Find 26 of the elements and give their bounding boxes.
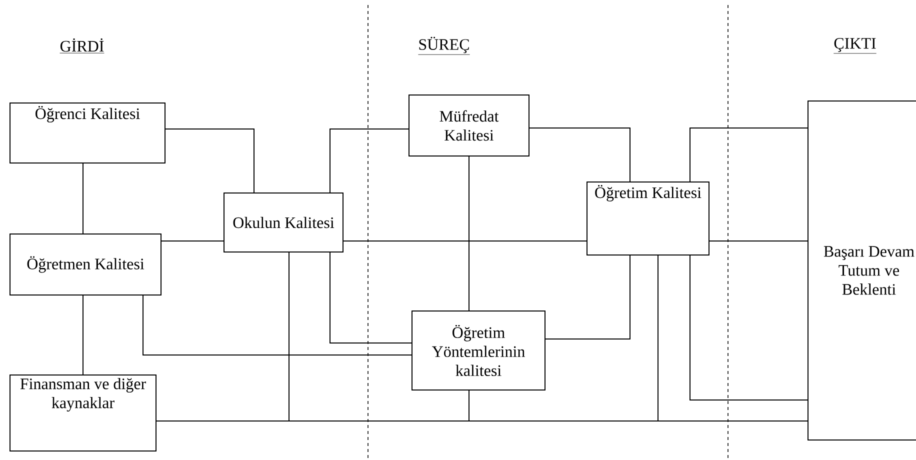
connector-line [529,128,630,182]
quality-box: Finansman ve diğer kaynaklar [10,374,156,452]
quality-box: Öğretmen Kalitesi [10,234,162,296]
quality-box: Başarı Devam Tutum ve Beklenti [808,100,916,440]
connector-line [82,295,84,375]
section-heading: ÇIKTI [833,38,877,54]
connector-line [82,163,84,234]
connector-line [142,295,412,356]
quality-box: Okulun Kalitesi [224,192,344,252]
connector-line [330,128,409,193]
connector-line [330,252,412,344]
connector-line [545,255,630,340]
quality-box: Müfredat Kalitesi [408,94,530,156]
quality-box: Öğretim Yöntemlerinin kalitesi [412,310,546,390]
connector-line [690,128,808,182]
connector-line [709,240,808,242]
connector-line [161,240,224,242]
connector-line [690,255,808,400]
connector-line [468,156,470,311]
connector-line [165,128,254,193]
connector-line [343,240,587,242]
quality-box: Öğrenci Kalitesi [10,102,166,164]
section-heading: SÜREÇ [418,36,470,55]
quality-box: Öğretim Kalitesi [586,182,710,256]
section-heading: GİRDİ [60,38,104,54]
connector-line [658,255,808,422]
